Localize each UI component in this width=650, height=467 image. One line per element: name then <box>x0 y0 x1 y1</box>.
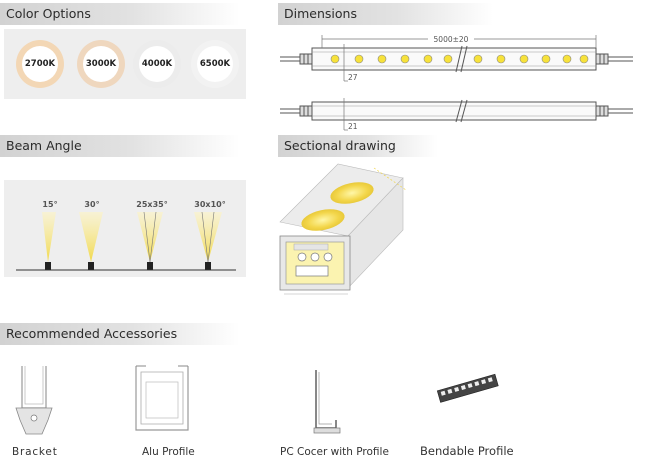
color-label: 4000K <box>139 46 175 82</box>
beam-cone-30 <box>79 212 103 262</box>
color-swatch-3000k[interactable]: 3000K <box>77 40 125 88</box>
sectional-drawing-header: Sectional drawing <box>278 135 438 157</box>
bendable-profile-icon <box>436 373 499 403</box>
accessory-label-bendable-profile: Bendable Profile <box>420 444 514 458</box>
section-leds <box>297 252 333 262</box>
dimensions-drawing: 5000±20 27 21 <box>280 34 633 131</box>
beam-label-30: 30° <box>84 200 100 209</box>
bracket-icon <box>15 366 53 435</box>
height-label-bottom: 21 <box>348 122 358 131</box>
left-wire-bottom <box>280 105 313 117</box>
beam-angle-header: Beam Angle <box>0 135 240 157</box>
beam-label-15: 15° <box>42 200 58 209</box>
break-mark-bottom <box>455 99 468 123</box>
color-options-panel: 2700K 3000K 4000K 6500K <box>4 29 246 99</box>
color-label: 6500K <box>197 46 233 82</box>
light-sources <box>45 262 211 270</box>
beam-angle-panel: 15° 30° 25x35° 30x10° <box>4 180 246 277</box>
right-wire-top <box>595 53 633 65</box>
led-strip-body-bottom <box>311 101 597 121</box>
left-wire-top <box>280 53 313 65</box>
beam-angle-diagram <box>16 211 236 271</box>
led-strip-body-top <box>311 47 597 71</box>
color-label: 3000K <box>83 46 119 82</box>
color-label: 2700K <box>22 46 58 82</box>
color-swatch-2700k[interactable]: 2700K <box>16 40 64 88</box>
color-options-header: Color Options <box>0 3 240 25</box>
beam-label-30x10: 30x10° <box>194 200 226 209</box>
sectional-drawing <box>279 163 407 295</box>
alu-profile-icon <box>135 365 189 431</box>
length-label: 5000±20 <box>434 35 469 44</box>
beam-cone-25x35 <box>137 212 163 262</box>
height-label-top: 27 <box>348 73 358 82</box>
beam-cone-15 <box>42 212 56 262</box>
color-swatch-4000k[interactable]: 4000K <box>133 40 181 88</box>
light-spot-1 <box>330 182 374 204</box>
led-dots <box>330 54 589 64</box>
accessory-label-pc-cover: PC Cocer with Profile <box>280 446 389 458</box>
accessory-label-alu-profile: Alu Profile <box>142 446 195 458</box>
light-spot-2 <box>301 209 345 231</box>
beam-cone-30x10 <box>194 212 222 262</box>
color-swatch-6500k[interactable]: 6500K <box>191 40 239 88</box>
beam-label-25x35: 25x35° <box>136 200 168 209</box>
break-mark-top <box>455 45 468 73</box>
right-wire-bottom <box>595 105 633 117</box>
pc-cover-profile-icon <box>313 370 341 434</box>
accessories-header: Recommended Accessories <box>0 323 240 345</box>
dimensions-header: Dimensions <box>278 3 493 25</box>
accessory-label-bracket: Bracket <box>12 446 58 458</box>
